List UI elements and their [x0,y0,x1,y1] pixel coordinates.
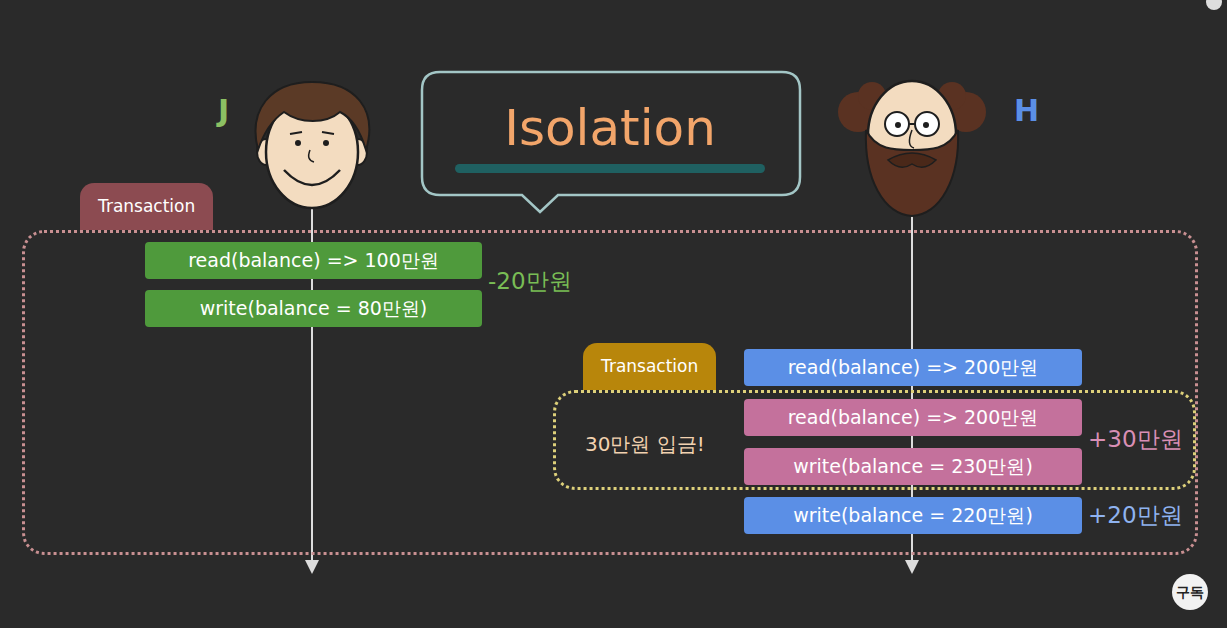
character-j [256,82,370,208]
character-h [838,81,986,216]
operation-box: read(balance) => 200만원 [744,349,1082,386]
operation-text: read(balance) => 200만원 [788,349,1039,386]
operation-text: write(balance = 80만원) [200,290,428,327]
transaction-tab: Transaction [583,343,716,390]
transaction-tab: Transaction [80,183,213,230]
subscribe-badge: 구독 [1172,574,1208,610]
operation-box: write(balance = 220만원) [744,497,1082,534]
operation-text: read(balance) => 200만원 [788,399,1039,436]
title-underline [455,164,765,173]
actor-letter: J [218,96,229,126]
title-bubble: Isolation [420,70,802,215]
operation-box: read(balance) => 200만원 [744,399,1082,436]
title-text: Isolation [420,98,800,158]
region-note: 30만원 입금! [585,431,705,457]
delta-amount: -20만원 [488,266,572,296]
operation-text: read(balance) => 100만원 [188,242,439,279]
corner-dot [1206,0,1222,10]
operation-box: read(balance) => 100만원 [145,242,482,279]
actor-letter: H [1014,96,1039,126]
transaction-region: Transaction read(balance) => 100만원 write(b… [22,230,1198,555]
operation-box: write(balance = 80만원) [145,290,482,327]
delta-amount: +30만원 [1088,424,1183,454]
operation-text: write(balance = 220만원) [793,497,1033,534]
timeline-arrow [305,560,319,574]
timeline-arrow [905,560,919,574]
operation-box: write(balance = 230만원) [744,448,1082,485]
operation-text: write(balance = 230만원) [793,448,1033,485]
delta-amount: +20만원 [1088,500,1183,530]
